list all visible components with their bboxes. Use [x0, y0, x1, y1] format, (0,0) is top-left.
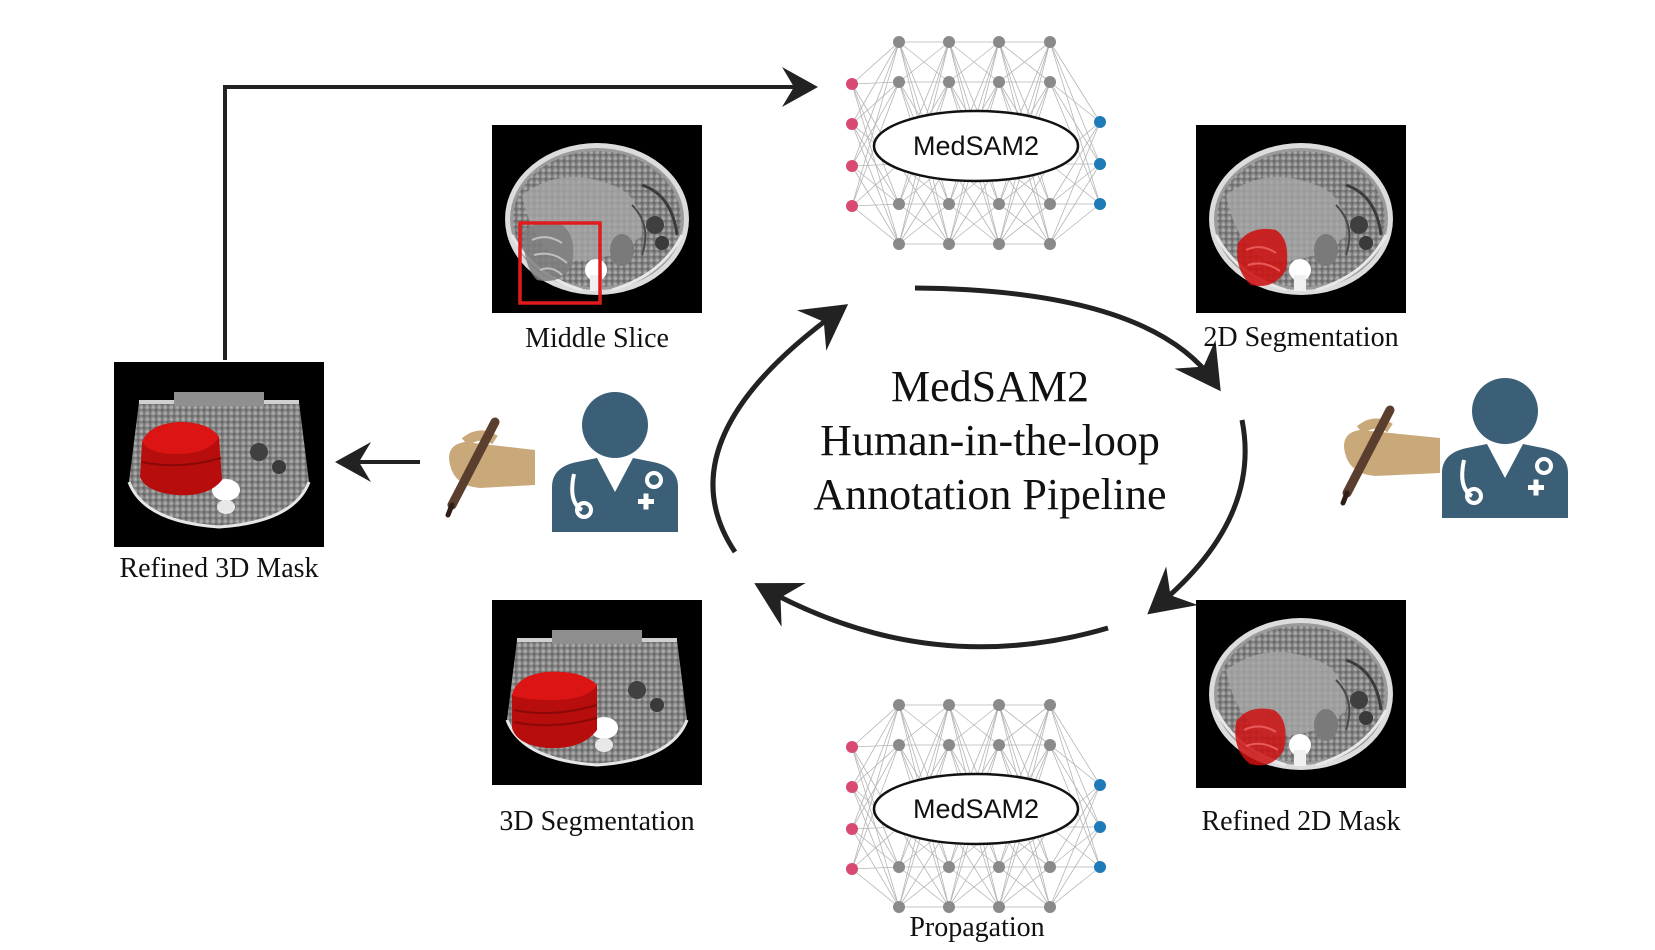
- input-node: [846, 863, 858, 875]
- center-title-line1: MedSAM2: [890, 362, 1090, 411]
- seg-3d-image: [490, 598, 704, 787]
- hidden-node: [1044, 238, 1056, 250]
- center-title-line2: Human-in-the-loop: [820, 416, 1160, 465]
- hidden-node: [893, 36, 905, 48]
- hand-with-pen-icon: [1340, 405, 1440, 506]
- arrow-icon: [914, 285, 1221, 392]
- caption-refined-2d-mask: Refined 2D Mask: [1201, 806, 1401, 837]
- input-node: [846, 160, 858, 172]
- network-label-ellipse: [872, 772, 1080, 846]
- hidden-node: [943, 699, 955, 711]
- input-node: [846, 78, 858, 90]
- hidden-node: [993, 76, 1005, 88]
- arrow-icon: [710, 304, 849, 554]
- hidden-node: [993, 699, 1005, 711]
- output-node: [1094, 861, 1106, 873]
- hidden-node: [943, 739, 955, 751]
- arrow-icon: [1147, 419, 1248, 615]
- hidden-node: [893, 861, 905, 873]
- hidden-node: [993, 198, 1005, 210]
- output-node: [1094, 198, 1106, 210]
- caption-middle-slice: Middle Slice: [525, 323, 669, 354]
- caption-refined-3d-mask: Refined 3D Mask: [119, 553, 319, 584]
- arrow-icon: [754, 582, 1109, 650]
- cycle-arrows: [710, 285, 1248, 650]
- output-node: [1094, 779, 1106, 791]
- hidden-node: [943, 198, 955, 210]
- hidden-node: [1044, 901, 1056, 913]
- medsam2-network-top: MedSAM2: [846, 36, 1106, 250]
- caption-2d-segmentation: 2D Segmentation: [1203, 322, 1399, 353]
- middle-slice-image: [490, 123, 704, 315]
- hidden-node: [943, 76, 955, 88]
- input-node: [846, 781, 858, 793]
- hidden-node: [993, 238, 1005, 250]
- hidden-node: [1044, 198, 1056, 210]
- hidden-node: [893, 739, 905, 751]
- refined-3d-mask-image: [112, 360, 326, 549]
- hidden-node: [993, 739, 1005, 751]
- hidden-node: [1044, 861, 1056, 873]
- arrow-icon: [223, 67, 818, 360]
- output-node: [1094, 116, 1106, 128]
- medsam2-network-bottom: MedSAM2: [846, 699, 1106, 913]
- center-title-line3: Annotation Pipeline: [813, 470, 1167, 519]
- hidden-node: [1044, 36, 1056, 48]
- hidden-node: [943, 238, 955, 250]
- input-node: [846, 823, 858, 835]
- hidden-node: [1044, 699, 1056, 711]
- hidden-node: [1044, 76, 1056, 88]
- hand-with-pen-icon: [445, 417, 535, 518]
- hidden-node: [893, 198, 905, 210]
- caption-3d-segmentation: 3D Segmentation: [499, 806, 695, 837]
- input-node: [846, 200, 858, 212]
- refined-2d-mask-image: [1194, 598, 1408, 790]
- network-label: MedSAM2: [913, 794, 1039, 824]
- hidden-node: [893, 238, 905, 250]
- hidden-node: [993, 861, 1005, 873]
- hidden-node: [893, 901, 905, 913]
- network-label: MedSAM2: [913, 131, 1039, 161]
- input-node: [846, 118, 858, 130]
- caption-propagation: Propagation: [909, 912, 1045, 943]
- hidden-node: [943, 36, 955, 48]
- hidden-node: [893, 699, 905, 711]
- hidden-node: [943, 861, 955, 873]
- hidden-node: [943, 901, 955, 913]
- hidden-node: [893, 76, 905, 88]
- hidden-node: [993, 36, 1005, 48]
- doctor-icon: [552, 392, 678, 532]
- output-node: [1094, 158, 1106, 170]
- output-node: [1094, 821, 1106, 833]
- seg-2d-image: [1194, 123, 1408, 315]
- bounding-box-prompt: [518, 221, 602, 305]
- center-title: MedSAM2 Human-in-the-loop Annotation Pip…: [740, 360, 1240, 522]
- doctor-icon: [1442, 378, 1568, 518]
- network-label-ellipse: [872, 109, 1080, 183]
- input-node: [846, 741, 858, 753]
- hidden-node: [993, 901, 1005, 913]
- hidden-node: [1044, 739, 1056, 751]
